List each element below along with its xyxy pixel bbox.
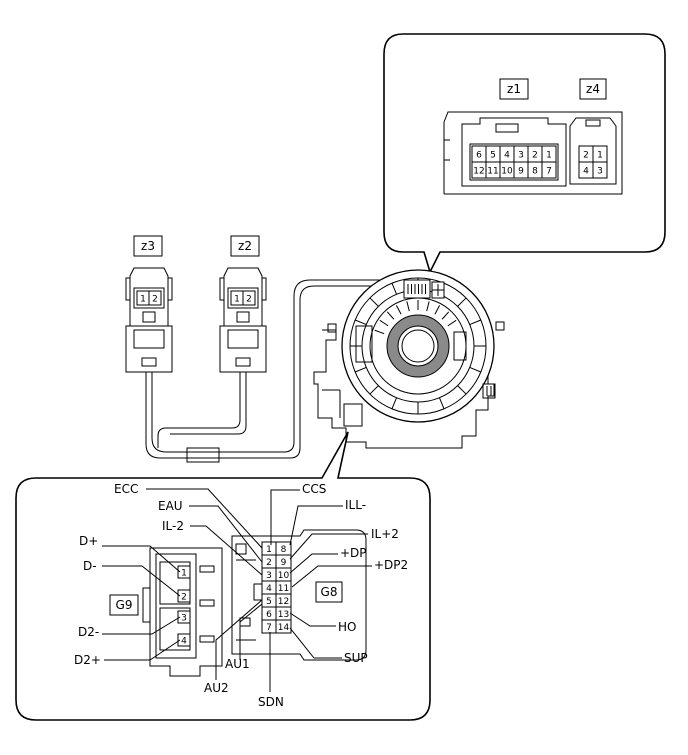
g8-pin-7: 7 xyxy=(266,623,272,633)
signal-labels: ECC EAU IL-2 D+ D- D2- D2+ CCS ILL- IL+2… xyxy=(74,482,408,709)
g9-tag: G9 xyxy=(116,598,133,612)
g8-pin-2: 2 xyxy=(266,558,272,568)
z1-pin-7: 7 xyxy=(546,167,552,177)
z4-pin-4: 4 xyxy=(583,167,589,177)
z2-pin-1: 1 xyxy=(234,295,240,305)
label-ccs: CCS xyxy=(302,482,326,496)
z2-tag: z2 xyxy=(238,239,252,253)
g8-pin-1: 1 xyxy=(266,545,272,555)
label-au2: AU2 xyxy=(204,681,229,695)
label-il-plus-2: IL+2 xyxy=(371,527,399,541)
z1-pin-12: 12 xyxy=(473,167,484,177)
spiral-cable xyxy=(313,269,505,449)
label-au1: AU1 xyxy=(225,657,250,671)
z1-pin-8: 8 xyxy=(532,167,538,177)
g9-pin-1: 1 xyxy=(181,569,187,579)
z3-tag: z3 xyxy=(141,239,155,253)
g9-pin-2-cell xyxy=(177,589,191,603)
z4-pin-3: 3 xyxy=(597,167,603,177)
g8-pin-4: 4 xyxy=(266,584,272,594)
z2-pin-2: 2 xyxy=(246,295,252,305)
g8-pin-13: 13 xyxy=(278,610,289,620)
z1-pin-6: 6 xyxy=(476,151,482,161)
g8-tag-box xyxy=(315,581,343,603)
label-il-2: IL-2 xyxy=(162,519,184,533)
z1-pin-7-cell xyxy=(541,161,557,179)
label-d2-plus: D2+ xyxy=(74,653,101,667)
label-d-plus: D+ xyxy=(79,534,98,548)
z3-tag-box xyxy=(133,235,163,257)
g8-pin-12: 12 xyxy=(278,597,289,607)
label-sdn: SDN xyxy=(258,695,284,709)
g9-pin-4: 4 xyxy=(181,637,187,647)
connector-g9: G9 1 2 3 4 xyxy=(109,547,223,677)
z2-pin-2-cell xyxy=(242,290,256,306)
z1-pin-4: 4 xyxy=(504,151,510,161)
wire-harness xyxy=(145,279,404,463)
z1-pin-11: 11 xyxy=(487,167,498,177)
z1-pin-5: 5 xyxy=(490,151,496,161)
g8-pin-5: 5 xyxy=(266,597,272,607)
z1-pin-2: 2 xyxy=(532,151,538,161)
z4-pin-2: 2 xyxy=(583,151,589,161)
label-plus-dp: +DP xyxy=(340,546,367,560)
g8-pin-8: 8 xyxy=(281,545,287,555)
label-d-minus: D- xyxy=(83,559,97,573)
z4-pin-1: 1 xyxy=(597,151,603,161)
z4-tag: z4 xyxy=(586,82,600,96)
label-plus-dp2: +DP2 xyxy=(374,558,408,572)
g8-pin-6: 6 xyxy=(266,610,272,620)
z3-pin-1: 1 xyxy=(140,295,146,305)
z3-pin-2: 2 xyxy=(152,295,158,305)
label-sup: SUP xyxy=(344,651,368,665)
z1-tag-box xyxy=(499,78,529,100)
label-eau: EAU xyxy=(158,499,183,513)
g8-pin-14-cell xyxy=(275,619,292,634)
z2-tag-box xyxy=(230,235,260,257)
z1-pin-10: 10 xyxy=(501,167,513,177)
g8-pin-14: 14 xyxy=(278,623,290,633)
z4-tag-box xyxy=(579,78,607,100)
label-d2-minus: D2- xyxy=(78,625,99,639)
g8-pin-11: 11 xyxy=(278,584,289,594)
g9-pin-1-cell xyxy=(177,565,191,579)
z1-pin-9: 9 xyxy=(518,167,524,177)
g8-pin-10: 10 xyxy=(278,571,290,581)
z1-pin-1: 1 xyxy=(546,151,552,161)
label-ecc: ECC xyxy=(114,482,138,496)
leader-lines xyxy=(102,488,372,692)
g8-tag: G8 xyxy=(321,585,338,599)
z1-pin-3: 3 xyxy=(518,151,524,161)
z4-pin-3-cell xyxy=(592,161,608,179)
g9-pin-3: 3 xyxy=(181,614,187,624)
g9-pin-3-cell xyxy=(177,610,191,624)
label-ill-minus: ILL- xyxy=(345,498,366,512)
g8-pin-9: 9 xyxy=(281,558,287,568)
label-ho: HO xyxy=(338,620,356,634)
g9-pin-2: 2 xyxy=(181,593,187,603)
z1-tag: z1 xyxy=(507,82,521,96)
g8-pin-3: 3 xyxy=(266,571,272,581)
z3-pin-2-cell xyxy=(148,290,162,306)
g9-pin-4-cell xyxy=(177,633,191,647)
g9-tag-box xyxy=(109,594,139,616)
